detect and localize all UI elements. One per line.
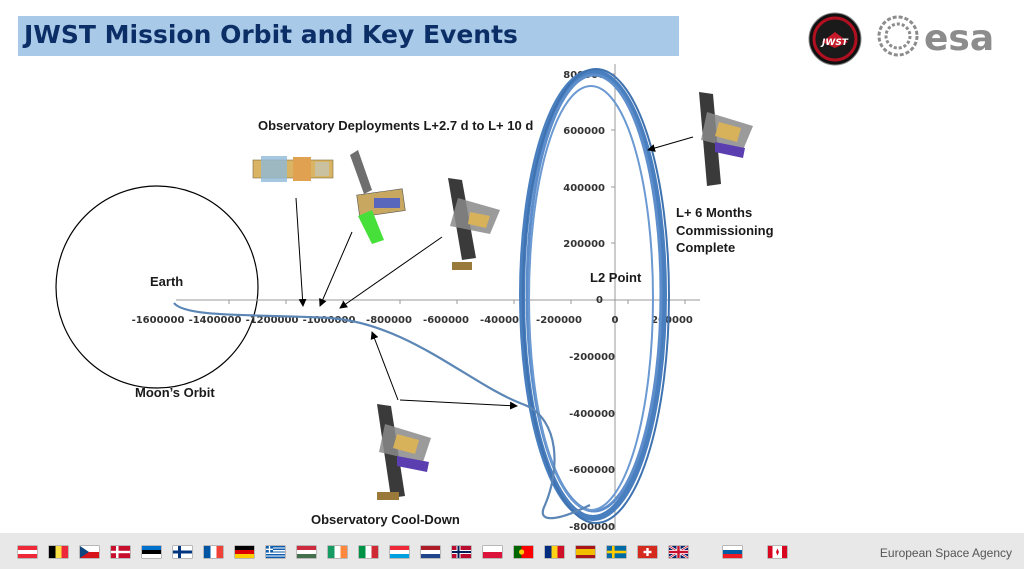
y-tick-label: -600000 [569,465,615,476]
esa-logo-text: esa [924,18,994,59]
denmark-flag-icon [111,546,130,558]
stowed-spacecraft-icon [252,156,334,182]
canada-flag-icon [768,546,787,558]
uk-flag-icon [669,546,688,558]
x-tick-label: -400000 [480,315,526,326]
norway-flag-icon [452,546,471,558]
commissioning-label-line: Commissioning [676,223,774,238]
y-tick-label: -800000 [569,522,615,533]
jwst-mission-logo: JWST [808,12,862,66]
l2-point-label: L2 Point [590,270,642,285]
commissioning-label-line: Complete [676,240,735,255]
x-tick-label: -600000 [423,315,469,326]
x-tick-label: -1200000 [246,315,299,326]
y-tick-label: 400000 [563,183,605,194]
footer-bar: European Space Agency [0,533,1024,569]
estonia-flag-icon [142,546,161,558]
cooldown-spacecraft-icon [377,404,431,500]
luxembourg-flag-icon [390,546,409,558]
jwst-logo-text: JWST [820,38,849,48]
france-flag-icon [204,546,223,558]
y-tick-label: -200000 [569,352,615,363]
title-bar: JWST Mission Orbit and Key Events [18,16,679,56]
orbit-diagram: -1600000 -1400000 -1200000 -1000000 -800… [55,64,774,533]
earth-label: Earth [150,274,183,289]
czech-flag-icon [80,546,99,558]
annotation-arrows [295,136,694,410]
hungary-flag-icon [297,546,316,558]
deployed-spacecraft-icon [448,178,500,270]
page-title: JWST Mission Orbit and Key Events [24,20,518,49]
ireland-flag-icon [328,546,347,558]
x-tick-label: -1000000 [303,315,356,326]
y-tick-label: -400000 [569,409,615,420]
italy-flag-icon [359,546,378,558]
y-tick-label: 600000 [563,126,605,137]
cooldown-label: Observatory Cool-Down [311,512,460,527]
x-axis-ticks [228,300,686,304]
portugal-flag-icon [514,546,533,558]
switzerland-flag-icon [638,546,657,558]
x-tick-label: 200000 [651,315,693,326]
spain-flag-icon [576,546,595,558]
moon-orbit-circle [55,185,259,389]
greece-flag-icon [266,546,285,558]
partial-deploy-spacecraft-icon [350,150,406,244]
x-tick-label: -200000 [536,315,582,326]
netherlands-flag-icon [421,546,440,558]
moon-orbit-label: Moon’s Orbit [135,385,215,400]
x-tick-label: -1600000 [132,315,185,326]
deployments-label: Observatory Deployments L+2.7 d to L+ 10… [258,118,533,133]
y-tick-label: 0 [596,295,603,306]
slovenia-flag-icon [723,546,742,558]
sweden-flag-icon [607,546,626,558]
transfer-trajectory [173,302,591,520]
l2-spacecraft-icon [699,92,753,186]
austria-flag-icon [18,546,37,558]
finland-flag-icon [173,546,192,558]
belgium-flag-icon [49,546,68,558]
germany-flag-icon [235,546,254,558]
x-tick-label: 0 [612,315,619,326]
esa-logo: esa [877,15,994,59]
l2-halo-orbit [519,68,670,524]
x-tick-label: -800000 [366,315,412,326]
agency-name: European Space Agency [879,546,1012,560]
y-tick-label: 200000 [563,239,605,250]
commissioning-label-line: L+ 6 Months [676,205,752,220]
poland-flag-icon [483,546,502,558]
x-tick-label: -1400000 [189,315,242,326]
romania-flag-icon [545,546,564,558]
